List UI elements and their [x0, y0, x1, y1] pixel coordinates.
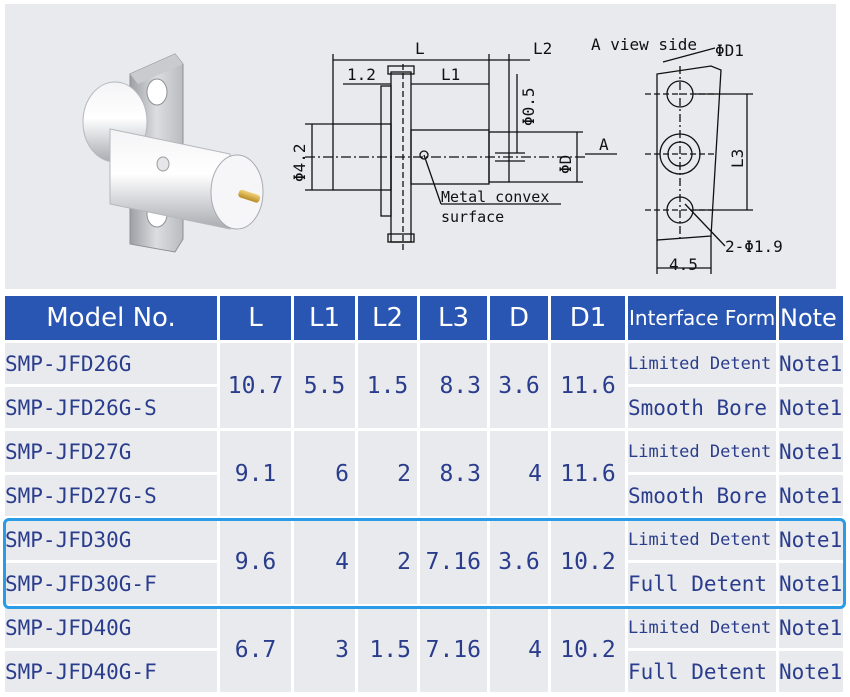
model-cell: SMP-JFD30G	[5, 519, 217, 560]
view-side-label: A view side	[591, 35, 697, 54]
value-D: 4	[490, 431, 548, 516]
table-row: SMP-JFD27G 9.1 6 2 8.3 4 11.6 Limited De…	[5, 431, 843, 516]
value-D: 4	[490, 607, 548, 692]
note-cell: Note1	[779, 431, 843, 472]
table-row: SMP-JFD26G 10.7 5.5 1.5 8.3 3.6 11.6 Lim…	[5, 343, 843, 428]
spec-table: Model No. L L1 L2 L3 D D1 Interface Form…	[2, 293, 846, 695]
header-L: L	[220, 296, 291, 340]
header-L1: L1	[294, 296, 355, 340]
model-cell: SMP-JFD26G	[5, 343, 217, 384]
connector-render	[82, 53, 264, 253]
table-header-row: Model No. L L1 L2 L3 D D1 Interface Form…	[5, 296, 843, 340]
value-L2: 1.5	[358, 607, 417, 692]
value-L1: 5.5	[294, 343, 355, 428]
value-D: 3.6	[490, 343, 548, 428]
interface-cell: Full Detent	[628, 563, 776, 604]
header-note: Note	[779, 296, 843, 340]
dim-label-L3: L3	[728, 149, 747, 168]
header-L3: L3	[420, 296, 487, 340]
side-view-drawing	[305, 54, 617, 250]
value-L1: 3	[294, 607, 355, 692]
value-L: 10.7	[220, 343, 291, 428]
model-cell: SMP-JFD27G	[5, 431, 217, 472]
value-L: 9.6	[220, 519, 291, 604]
table-row: SMP-JFD30G-F Full Detent Note1	[5, 563, 843, 604]
dim-label-L1: L1	[441, 65, 460, 84]
table-row: SMP-JFD40G 6.7 3 1.5 7.16 4 10.2 Limited…	[5, 607, 843, 692]
value-L1: 6	[294, 431, 355, 516]
note-cell: Note1	[779, 519, 843, 560]
interface-cell: Smooth Bore	[628, 475, 776, 516]
value-L2: 2	[358, 431, 417, 516]
dim-label-L2: L2	[533, 39, 552, 58]
table-row: SMP-JFD30G 9.6 4 2 7.16 3.6 10.2 Limited…	[5, 519, 843, 604]
dim-label-1-2: 1.2	[347, 65, 376, 84]
note-cell: Note1	[779, 475, 843, 516]
note-cell: Note1	[779, 563, 843, 604]
dim-label-A: A	[599, 135, 609, 154]
metal-surface-label: surface	[441, 208, 504, 226]
dim-label-4-5: 4.5	[669, 255, 698, 274]
value-L3: 7.16	[420, 607, 487, 692]
table-row: SMP-JFD26G-S Smooth Bore Note1	[5, 387, 843, 428]
value-D1: 11.6	[551, 431, 625, 516]
note-cell: Note1	[779, 607, 843, 648]
model-cell: SMP-JFD27G-S	[5, 475, 217, 516]
dim-label-phi-D1: ΦD1	[715, 41, 744, 60]
model-cell: SMP-JFD30G-F	[5, 563, 217, 604]
metal-convex-label: Metal convex	[441, 188, 549, 206]
interface-cell: Limited Detent	[628, 607, 776, 648]
note-cell: Note1	[779, 343, 843, 384]
value-L3: 8.3	[420, 431, 487, 516]
interface-cell: Limited Detent	[628, 431, 776, 472]
value-D1: 10.2	[551, 519, 625, 604]
dim-label-hole: 2-Φ1.9	[725, 237, 783, 256]
table-row: SMP-JFD27G-S Smooth Bore Note1	[5, 475, 843, 516]
interface-cell: Smooth Bore	[628, 387, 776, 428]
product-drawing: L L2 1.2 L1 Φ0.5 Φ4.2 ΦD A A view side Φ…	[5, 4, 836, 289]
interface-cell: Limited Detent	[628, 343, 776, 384]
value-D: 3.6	[490, 519, 548, 604]
model-cell: SMP-JFD40G	[5, 607, 217, 648]
value-D1: 10.2	[551, 607, 625, 692]
model-cell: SMP-JFD40G-F	[5, 651, 217, 692]
header-D: D	[490, 296, 548, 340]
value-L3: 7.16	[420, 519, 487, 604]
value-L: 9.1	[220, 431, 291, 516]
header-D1: D1	[551, 296, 625, 340]
table-row: SMP-JFD40G-F Full Detent Note1	[5, 651, 843, 692]
dim-label-phi-4-2: Φ4.2	[290, 143, 309, 182]
note-cell: Note1	[779, 651, 843, 692]
dim-label-phi-D: ΦD	[556, 155, 575, 174]
dim-label-phi-0-5: Φ0.5	[519, 87, 538, 126]
end-view-drawing	[645, 47, 753, 274]
value-L2: 1.5	[358, 343, 417, 428]
value-L: 6.7	[220, 607, 291, 692]
note-cell: Note1	[779, 387, 843, 428]
value-L3: 8.3	[420, 343, 487, 428]
value-L2: 2	[358, 519, 417, 604]
dim-label-L: L	[415, 39, 425, 58]
value-L1: 4	[294, 519, 355, 604]
interface-cell: Limited Detent	[628, 519, 776, 560]
interface-cell: Full Detent	[628, 651, 776, 692]
header-interface-form: Interface Form	[628, 296, 776, 340]
model-cell: SMP-JFD26G-S	[5, 387, 217, 428]
header-L2: L2	[358, 296, 417, 340]
header-model: Model No.	[5, 296, 217, 340]
value-D1: 11.6	[551, 343, 625, 428]
